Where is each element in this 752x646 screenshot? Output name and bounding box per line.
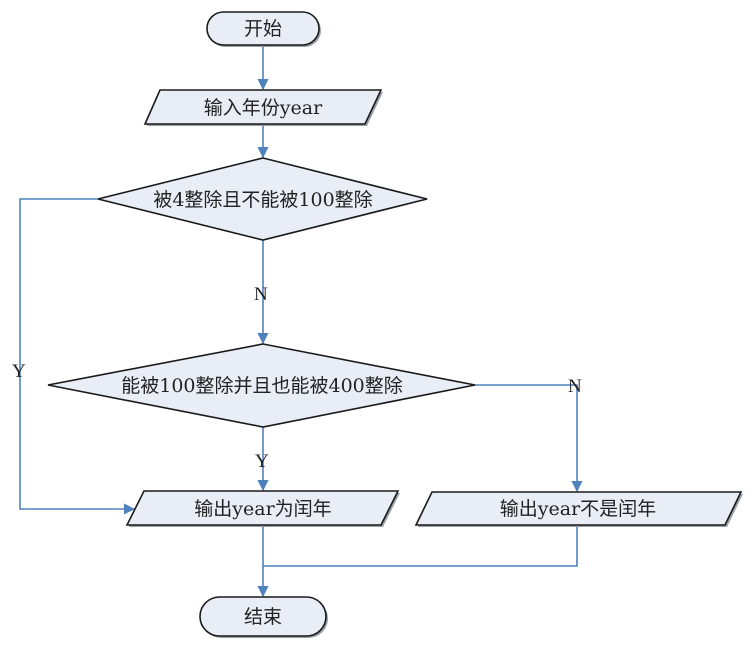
- output-not-leap-node: 输出year不是闰年: [414, 491, 743, 527]
- start-node: 开始: [206, 11, 321, 47]
- end-node-text: 结束: [244, 606, 282, 628]
- output-leap-text: 输出year为闰年: [194, 498, 331, 520]
- label-cond1-yes: Y: [12, 361, 26, 382]
- edge-cond2-no-to-out-not-leap: [475, 384, 583, 493]
- decision-2-text: 能被100整除并且也能被400整除: [121, 375, 403, 397]
- connectors: [19, 46, 583, 598]
- output-leap-node: 输出year为闰年: [125, 490, 400, 527]
- decision-1-text: 被4整除且不能被100整除: [153, 189, 372, 211]
- label-cond2-yes: Y: [255, 451, 269, 472]
- label-cond2-no: N: [568, 376, 582, 397]
- decision-2-node: 能被100整除并且也能被400整除: [47, 343, 476, 428]
- edge-cond1-yes-to-out-leap: [19, 198, 136, 515]
- label-cond1-no: N: [254, 284, 268, 305]
- start-node-text: 开始: [244, 18, 282, 40]
- end-node: 结束: [199, 596, 328, 638]
- input-node: 输入年份year: [143, 89, 383, 126]
- input-node-text: 输入年份year: [204, 97, 323, 119]
- edge-out-not-leap-to-merge: [263, 526, 578, 567]
- output-not-leap-text: 输出year不是闰年: [500, 498, 656, 520]
- decision-1-node: 被4整除且不能被100整除: [97, 157, 428, 241]
